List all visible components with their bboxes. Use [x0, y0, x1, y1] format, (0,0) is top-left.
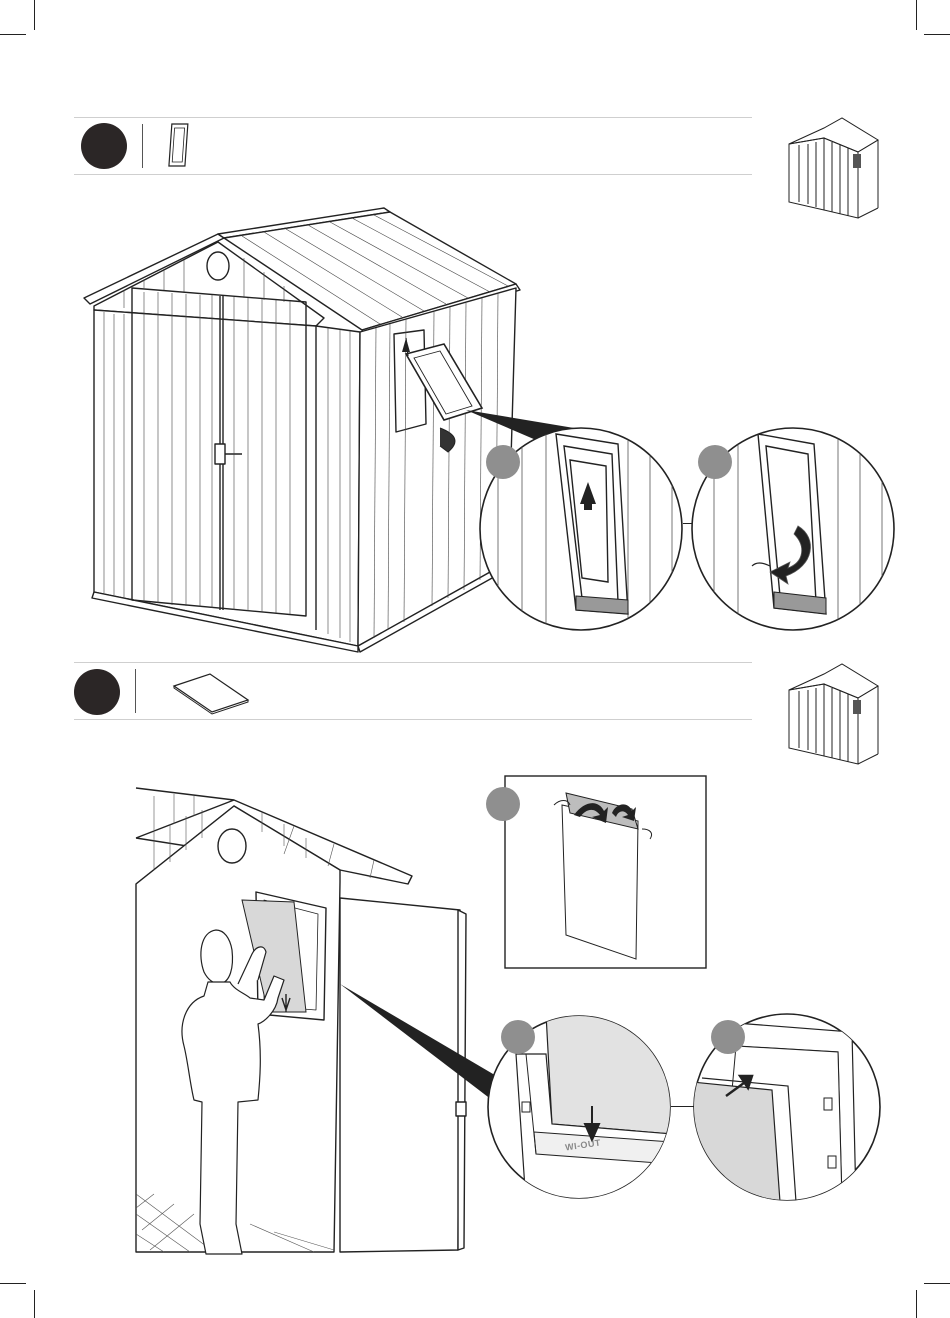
window-pane-sheet-part-icon: [170, 670, 252, 716]
window-frame-part-icon: [168, 122, 192, 168]
crop-mark-bl-v: [34, 1290, 35, 1318]
detail-b2-label-circle: [501, 1020, 535, 1054]
crop-mark-tl-v: [34, 0, 35, 30]
crop-mark-tl-h: [0, 34, 26, 35]
shed-front-illustration: [84, 206, 524, 652]
step-b-header-top-rule: [74, 662, 752, 663]
step-a-header-top-rule: [74, 117, 752, 118]
shed-thumbnail-window-highlight: [784, 114, 884, 220]
crop-mark-br-v: [916, 1290, 917, 1318]
step-a-header-bottom-rule: [74, 174, 752, 175]
crop-mark-tr-h: [924, 34, 950, 35]
detail-a1-label-circle: [486, 445, 520, 479]
shed-interior-illustration: [134, 784, 494, 1254]
step-b-number-circle: [74, 669, 120, 715]
shed-thumbnail-window-highlight-b: [784, 660, 884, 766]
step-a-parts-separator: [142, 124, 143, 168]
detail-b3-label-circle: [711, 1020, 745, 1054]
detail-b1-label-circle: [486, 787, 520, 821]
detail-a2-label-circle: [698, 445, 732, 479]
crop-mark-tr-v: [916, 0, 917, 30]
step-a-number-circle: [81, 123, 127, 169]
step-b-parts-separator: [135, 669, 136, 713]
crop-mark-bl-h: [0, 1283, 26, 1284]
crop-mark-br-h: [924, 1283, 950, 1284]
detail-b1-peel-film-box: [504, 775, 707, 970]
step-b-header-bottom-rule: [74, 719, 752, 720]
